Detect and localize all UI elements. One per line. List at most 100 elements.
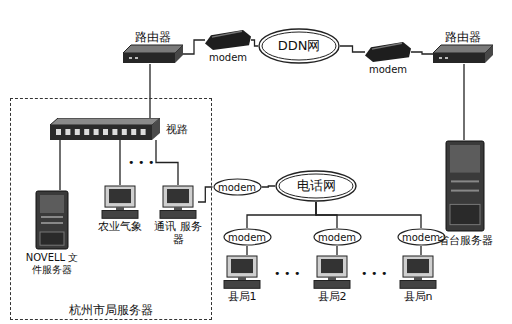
modem-oval: modem [223, 228, 272, 246]
network-link [198, 187, 213, 202]
network-link [149, 64, 150, 118]
icon-part [403, 256, 433, 277]
hub-device: 视路 [50, 118, 188, 140]
workstation: 农业气象 [90, 185, 150, 233]
network-link [336, 246, 337, 255]
icon-part [84, 129, 89, 135]
icon-part [41, 216, 63, 218]
ellipsis-mark: • • • [128, 157, 154, 169]
icon-part [450, 204, 480, 224]
workstation: 县局2 [304, 255, 360, 303]
network-link [247, 202, 316, 228]
icon-part [259, 29, 339, 63]
device-label: modem [202, 52, 254, 64]
network-label: 电话网 [297, 179, 336, 193]
workstation: 县局n [390, 255, 446, 303]
network-label: DDN网 [278, 39, 321, 53]
icon-part [50, 125, 152, 140]
icon-part [212, 31, 242, 37]
network-cloud: DDN网 [258, 28, 340, 64]
icon-part [485, 45, 493, 63]
icon-part [112, 129, 117, 135]
icon-part [214, 179, 261, 195]
icon-part [123, 53, 175, 63]
network-link [246, 246, 247, 255]
icon-part [433, 53, 485, 63]
icon-part [116, 207, 124, 210]
server-tower: NOVELL 文件服务器 [22, 190, 82, 276]
icon-part [122, 129, 127, 135]
network-link [251, 40, 258, 46]
icon-part [129, 57, 132, 59]
icon-part [224, 281, 260, 289]
network-label: modem [318, 232, 356, 243]
pc-icon [100, 185, 140, 219]
icon-part [205, 30, 251, 50]
ellipsis-mark: • • • [361, 268, 387, 280]
icon-part [103, 129, 108, 135]
icon-part [50, 118, 160, 125]
icon-part [279, 174, 353, 198]
icon-part [262, 32, 336, 60]
icon-part [400, 281, 436, 289]
icon-part [231, 259, 253, 273]
tower-icon [35, 190, 69, 250]
icon-part [414, 277, 422, 280]
network-link [411, 52, 433, 54]
device-label: 农业气象 [90, 220, 150, 233]
network-link [262, 186, 276, 187]
pc-icon [312, 255, 352, 289]
network-link [340, 46, 365, 52]
workstation: 通讯 服务器 [152, 185, 204, 246]
device-label: 县局1 [214, 290, 270, 303]
network-cloud: 电话网 [275, 170, 357, 202]
icon-part [75, 129, 80, 135]
router-icon [433, 44, 493, 64]
icon-part [109, 189, 131, 203]
modem-oval: modem [313, 228, 362, 246]
network-label: modem [218, 182, 256, 193]
icon-part [365, 42, 411, 62]
modem-device: modem [202, 28, 254, 64]
device-label: 视路 [166, 123, 188, 136]
icon-part [152, 118, 160, 140]
modem-icon [365, 40, 411, 64]
device-label: 省台服务器 [425, 234, 505, 247]
icon-part [450, 145, 480, 173]
pc-icon [158, 185, 198, 219]
icon-part [160, 211, 196, 219]
hub-icon [50, 118, 160, 140]
device-label: 通讯 服务器 [152, 220, 204, 246]
icon-part [451, 190, 479, 192]
icon-part [131, 129, 136, 135]
network-link [156, 140, 178, 185]
icon-part [451, 180, 479, 182]
icon-part [123, 45, 183, 53]
icon-part [65, 129, 70, 135]
network-link [316, 202, 421, 228]
device-label: 路由器 [430, 30, 496, 44]
network-label: modem [402, 232, 440, 243]
icon-part [321, 259, 343, 273]
icon-part [445, 57, 448, 59]
icon-part [314, 229, 361, 245]
network-link [183, 40, 205, 54]
network-link [59, 140, 60, 190]
group-label: 杭州市局服务器 [11, 303, 211, 317]
tower-icon [445, 140, 485, 232]
network-link [420, 246, 421, 255]
icon-part [398, 229, 445, 245]
router-icon [123, 44, 183, 64]
icon-part [175, 45, 183, 63]
device-label: 县局n [390, 290, 446, 303]
icon-part [141, 129, 146, 135]
pc-icon [398, 255, 438, 289]
router-device: 路由器 [430, 30, 496, 64]
device-label: 县局2 [304, 290, 360, 303]
icon-part [102, 211, 138, 219]
icon-part [40, 232, 64, 245]
modem-icon [205, 28, 251, 52]
device-label: modem [362, 64, 414, 76]
router-device: 路由器 [118, 30, 188, 64]
